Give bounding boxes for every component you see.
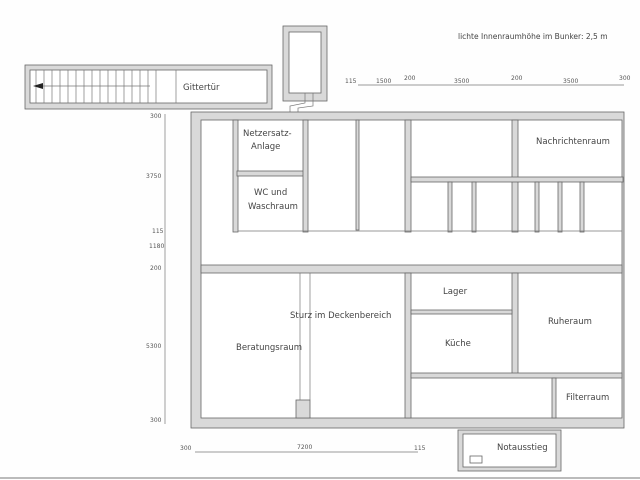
label-notausstieg: Notausstieg (497, 443, 548, 453)
dim-bottom: 7200 (297, 444, 312, 451)
label-sturz: Sturz im Deckenbereich (290, 311, 391, 321)
dim-top: 3500 (454, 78, 469, 85)
dim-left: 5300 (146, 343, 161, 350)
emergency-exit (457, 429, 562, 472)
dim-left: 300 (150, 417, 162, 424)
dim-left: 115 (152, 228, 164, 235)
room-height-note: lichte Innenraumhöhe im Bunker: 2,5 m (458, 32, 608, 41)
label-gittertuer: Gittertür (183, 83, 220, 93)
dim-bottom: 300 (180, 445, 192, 452)
label-beratungsraum: Beratungsraum (236, 343, 302, 353)
stair-direction-arrow-icon (33, 83, 43, 89)
dim-top: 300 (619, 75, 631, 82)
dim-top: 200 (404, 75, 416, 82)
dim-bottom: 115 (414, 445, 426, 452)
dim-top: 1500 (376, 78, 391, 85)
dim-left: 1180 (149, 243, 164, 250)
label-kueche: Küche (445, 339, 471, 349)
label-filterraum: Filterraum (566, 393, 609, 403)
label-wc: WC und (254, 188, 287, 198)
shaft (282, 25, 328, 115)
label-nachrichtenraum: Nachrichtenraum (536, 137, 610, 147)
label-ruheraum: Ruheraum (548, 317, 592, 327)
dim-top: 115 (345, 78, 357, 85)
label-netzersatz: Netzersatz- (243, 129, 292, 139)
dim-left: 3750 (146, 173, 161, 180)
dim-left: 300 (150, 113, 162, 120)
label-waschraum: Waschraum (248, 202, 298, 212)
stair-corridor (24, 64, 273, 110)
label-lager: Lager (443, 287, 468, 297)
dim-left: 200 (150, 265, 162, 272)
interior-walls (200, 119, 624, 419)
dim-top: 3500 (563, 78, 578, 85)
stairs (35, 70, 157, 103)
label-netzersatz-anlage: Anlage (251, 142, 280, 152)
dim-top: 200 (511, 75, 523, 82)
